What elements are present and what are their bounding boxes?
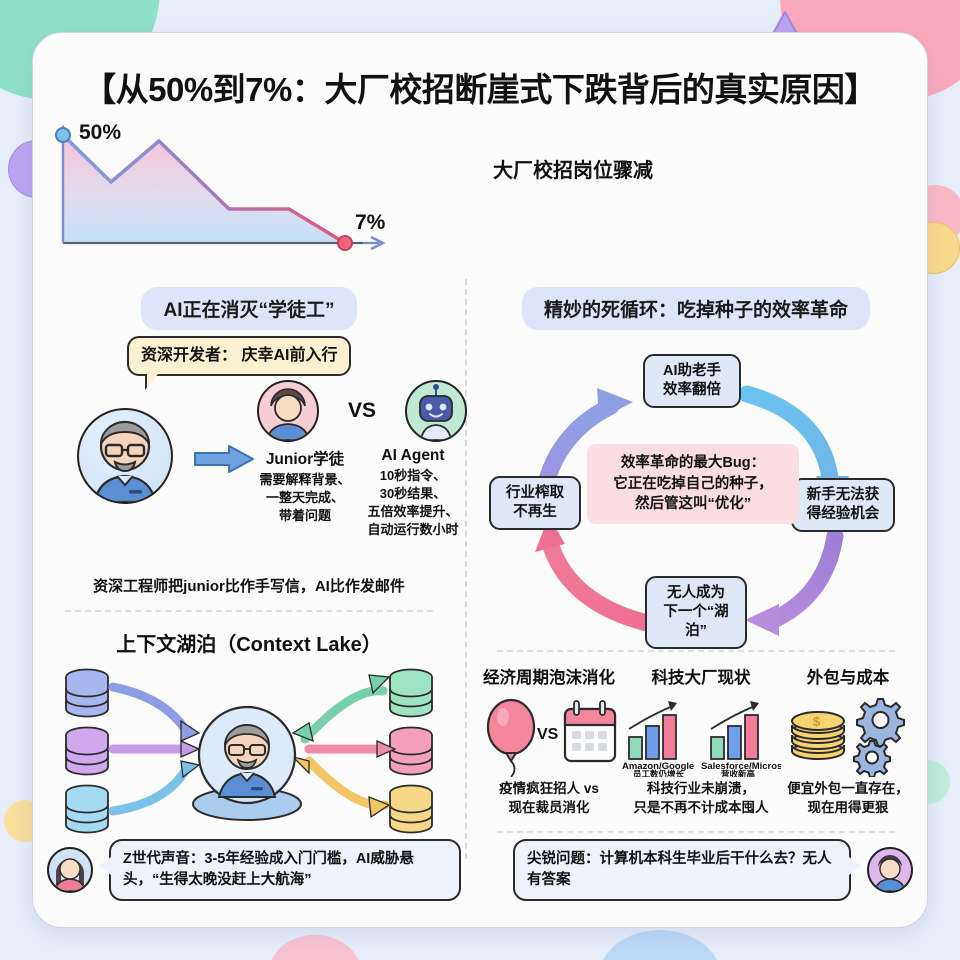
coins-and-gears: $ [783, 692, 913, 778]
content-columns: AI正在消灭“学徒工” 资深开发者： 庆幸AI前入行 [33, 273, 927, 858]
female-avatar [47, 846, 93, 893]
db-violet [65, 726, 109, 776]
death-loop-cycle: AI助老手 效率翻倍 新手无法获 得经验机会 无人成为 下一个“湖泊” 行业榨取… [479, 336, 913, 649]
node-no-next-lake: 无人成为 下一个“湖泊” [645, 576, 747, 649]
agent-name: AI Agent [381, 447, 445, 464]
vertical-divider [465, 279, 467, 859]
mini-sub-bigtech: 科技行业未崩溃， 只是不再不计成本囤人 [633, 781, 769, 815]
cycle-center-note: 效率革命的最大Bug： 它正在吃掉自己的种子， 然后管这叫“优化” [587, 444, 799, 524]
mini-bigtech-status: 科技大厂现状 [621, 664, 781, 817]
bottom-quotes: Z世代声音：3-5年经验成入门门槛，AI威胁悬头，“生得太晚没赶上大航海” 尖锐… [33, 838, 927, 901]
chart-start-label: 50% [79, 121, 121, 144]
robot-avatar [404, 380, 467, 442]
right-horizontal-divider-top [497, 650, 895, 652]
dollar-sign-icon: $ [813, 714, 821, 729]
mini-economic-cycle: 经济周期泡沫消化 VS [479, 664, 619, 817]
context-lake-title: 上下文湖泊（Context Lake） [116, 634, 382, 656]
two-bar-charts: Amazon/Google 员工数仍增长 Salesforce/Microsof… [621, 692, 781, 778]
left-column: AI正在消灭“学徒工” 资深开发者： 庆幸AI前入行 [33, 273, 467, 858]
db-green [389, 668, 433, 718]
bar-label-2: Salesforce/Microsoft [701, 761, 781, 772]
vs-label: VS [347, 399, 376, 422]
hiring-decline-chart: 50% 7% 大厂校招岗位骤减 [55, 121, 653, 251]
db-cyan [65, 784, 109, 834]
mini-outsourcing-cost: 外包与成本 [783, 664, 913, 817]
agent-bullets: 10秒指令、 30秒结果、 五倍效率提升、 自动运行数小时 [367, 468, 459, 537]
mini-sub-outsourcing: 便宜外包一直存在， 现在用得更狠 [787, 781, 909, 815]
mini-cards: 经济周期泡沫消化 VS [479, 664, 913, 817]
apprentice-caption: 资深工程师把junior比作手写信，AI比作发邮件 [93, 578, 405, 595]
arrow-right-icon [194, 445, 254, 473]
bar-sublabel-2: 营收新高 [721, 769, 756, 777]
right-section-badge: 精妙的死循环：吃掉种子的效率革命 [521, 287, 870, 330]
bg-blob-pink-bottom [270, 935, 360, 960]
left-section-badge: AI正在消灭“学徒工” [141, 287, 357, 330]
junior-name: Junior学徒 [265, 451, 345, 468]
bar-label-1: Amazon/Google [622, 761, 694, 772]
db-yellow [389, 784, 433, 834]
senior-engineer-avatar [77, 408, 173, 504]
balloon-vs-calendar: VS [479, 692, 619, 778]
bar-sublabel-1: 员工数仍增长 [633, 769, 685, 777]
db-purple [65, 668, 109, 718]
quote-sharp-question: 尖锐问题：计算机本科生毕业后干什么去？无人有答案 [513, 838, 865, 901]
node-newbie-blocked: 新手无法获 得经验机会 [791, 478, 895, 532]
chart-end-point [337, 235, 353, 251]
mini-sub-economic: 疫情疯狂招人 vs 现在裁员消化 [499, 781, 599, 815]
node-ai-helps: AI助老手 效率翻倍 [643, 354, 741, 408]
senior-dev-speech-bubble: 资深开发者： 庆幸AI前入行 [127, 336, 352, 376]
node-industry-extract: 行业榨取 不再生 [489, 476, 581, 530]
quote-genz: Z世代声音：3-5年经验成入门门槛，AI威胁悬头，“生得太晚没赶上大航海” [95, 838, 461, 901]
junior-avatar [257, 380, 319, 442]
bg-blob-blue-bottom [600, 930, 720, 960]
chart-annotation: 大厂校招岗位骤减 [493, 158, 653, 182]
mini-title-outsourcing: 外包与成本 [806, 669, 890, 687]
junior-bullets: 需要解释背景、 一整天完成、 带着问题 [259, 472, 351, 523]
context-lake-diagram [47, 661, 451, 841]
mini-vs-label: VS [537, 726, 559, 743]
male-avatar [867, 846, 913, 893]
mini-title-economic: 经济周期泡沫消化 [483, 669, 615, 687]
chart-start-point [55, 127, 71, 143]
left-horizontal-divider [65, 610, 433, 612]
hero-chart: 50% 7% 大厂校招岗位骤减 [33, 117, 927, 267]
right-horizontal-divider-bottom [497, 831, 895, 834]
junior-vs-agent: VS [257, 380, 467, 539]
right-column: 精妙的死循环：吃掉种子的效率革命 [465, 273, 927, 858]
db-pink [389, 726, 433, 776]
chart-end-label: 7% [355, 211, 386, 234]
mini-title-bigtech: 科技大厂现状 [651, 669, 751, 687]
page-title: 【从50%到7%：大厂校招断崖式下跌背后的真实原因】 [83, 71, 877, 108]
infographic-card: 【从50%到7%：大厂校招断崖式下跌背后的真实原因】 [32, 32, 928, 928]
apprentice-comparison: 资深开发者： 庆幸AI前入行 [47, 336, 467, 571]
